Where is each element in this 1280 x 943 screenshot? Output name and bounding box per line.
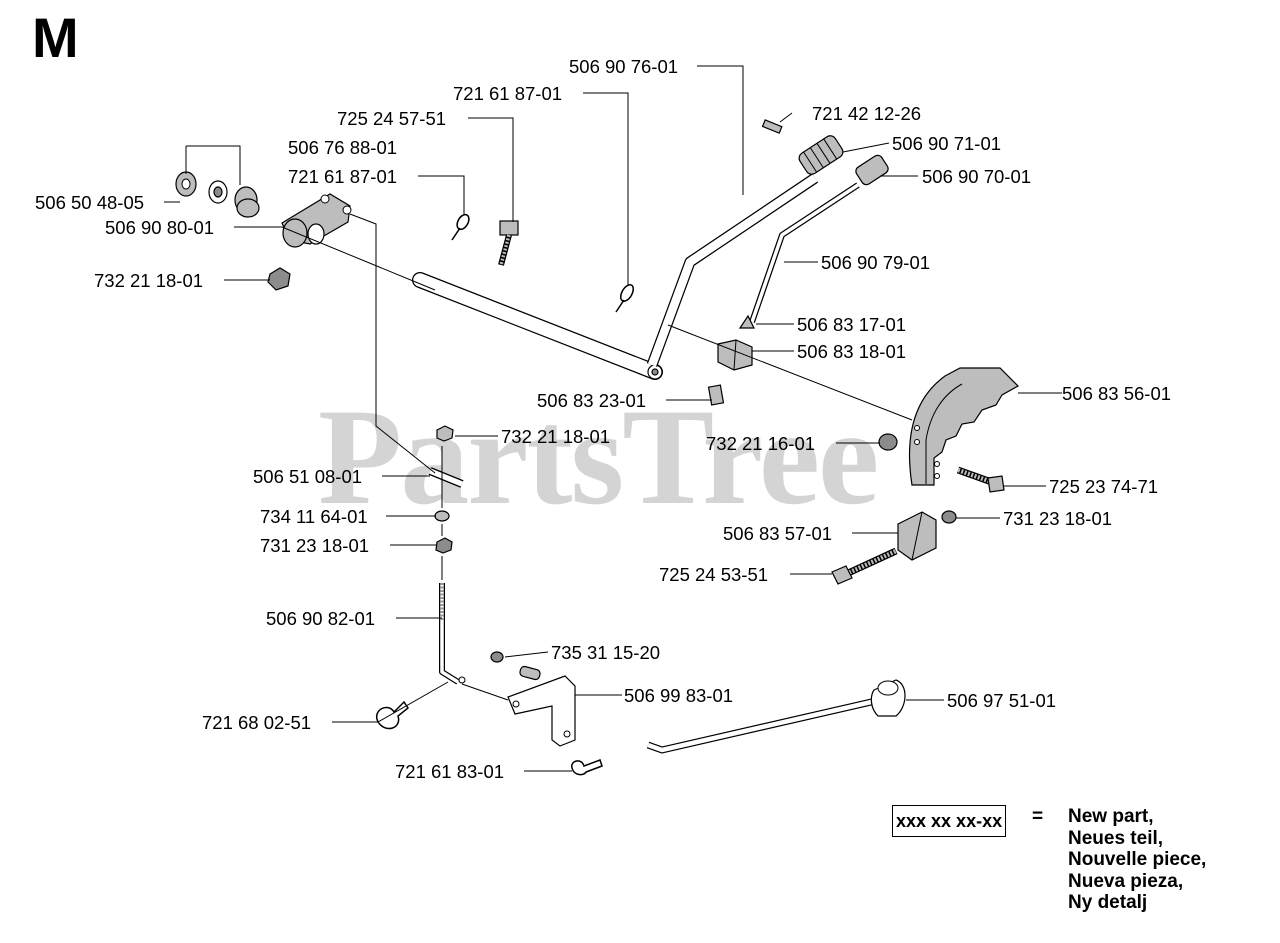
callout-label: 735 31 15-20 (551, 642, 660, 663)
leader-lines (164, 65, 1062, 772)
bell-crank (490, 651, 576, 747)
bushings (175, 171, 291, 291)
part-number-labels: 506 90 76-01 721 61 87-01 721 42 12-26 7… (35, 56, 1171, 782)
legend-line: Nueva pieza, (1068, 870, 1184, 892)
legend-line: Ny detalj (1068, 892, 1148, 913)
part-shapes (175, 119, 1019, 776)
callout-label: 734 11 64-01 (260, 506, 368, 527)
callout-label: 506 90 70-01 (922, 166, 1031, 187)
pin (761, 119, 783, 134)
callout-label: 506 99 83-01 (624, 685, 733, 706)
callout-label: 731 23 18-01 (1003, 508, 1112, 529)
callout-label: 506 83 17-01 (797, 314, 906, 335)
callout-label: 721 68 02-51 (202, 712, 311, 733)
callout-label: 725 23 74-71 (1049, 476, 1158, 497)
callout-label: 721 61 83-01 (395, 761, 504, 782)
cross-shaft (412, 272, 663, 380)
legend-equals: = (1032, 806, 1044, 827)
callout-label: 732 21 18-01 (94, 270, 203, 291)
legend-line: New part, (1068, 806, 1154, 827)
control-lever (646, 173, 819, 367)
callout-label: 506 50 48-05 (35, 192, 144, 213)
threaded-rod (439, 583, 466, 685)
hardware (434, 425, 1005, 585)
bolt-vertical (498, 220, 519, 266)
callout-label: 506 97 51-01 (947, 690, 1056, 711)
callout-label: 506 83 18-01 (797, 341, 906, 362)
callout-label: 721 61 87-01 (288, 166, 397, 187)
legend-new-part-box: xxx xx xx-xx (892, 805, 1007, 837)
pivot-bracket (281, 193, 352, 248)
callout-label: 506 76 88-01 (288, 137, 397, 158)
toothed-segment (908, 367, 1019, 486)
callout-label: 725 24 57-51 (337, 108, 446, 129)
long-link-rod (646, 679, 906, 754)
callout-label: 732 21 18-01 (501, 426, 610, 447)
callout-label: 506 83 57-01 (723, 523, 832, 544)
short-rod (428, 467, 464, 488)
legend-text: New part, Neues teil, Nouvelle piece, Nu… (1068, 806, 1206, 914)
callout-label: 506 83 23-01 (537, 390, 646, 411)
callout-label: 506 90 71-01 (892, 133, 1001, 154)
callout-label: 506 90 76-01 (569, 56, 678, 77)
spring-clips (375, 700, 603, 776)
callout-label: 506 90 82-01 (266, 608, 375, 629)
callout-label: 506 83 56-01 (1062, 383, 1171, 404)
callout-label: 725 24 53-51 (659, 564, 768, 585)
callout-label: 506 90 79-01 (821, 252, 930, 273)
section-letter: M (32, 6, 79, 69)
clamp-block (707, 339, 753, 406)
legend-line: Neues teil, (1068, 827, 1164, 849)
legend-line: Nouvelle piece, (1068, 849, 1207, 870)
cotter-pins (451, 213, 634, 313)
knob-rod (738, 154, 889, 329)
callout-label: 721 61 87-01 (453, 83, 562, 104)
callout-label: 731 23 18-01 (260, 535, 369, 556)
callout-label: 721 42 12-26 (812, 103, 921, 124)
callout-label: 732 21 16-01 (706, 433, 815, 454)
callout-label: 506 51 08-01 (253, 466, 362, 487)
callout-label: 506 90 80-01 (105, 217, 214, 238)
lever-grip (798, 135, 844, 175)
